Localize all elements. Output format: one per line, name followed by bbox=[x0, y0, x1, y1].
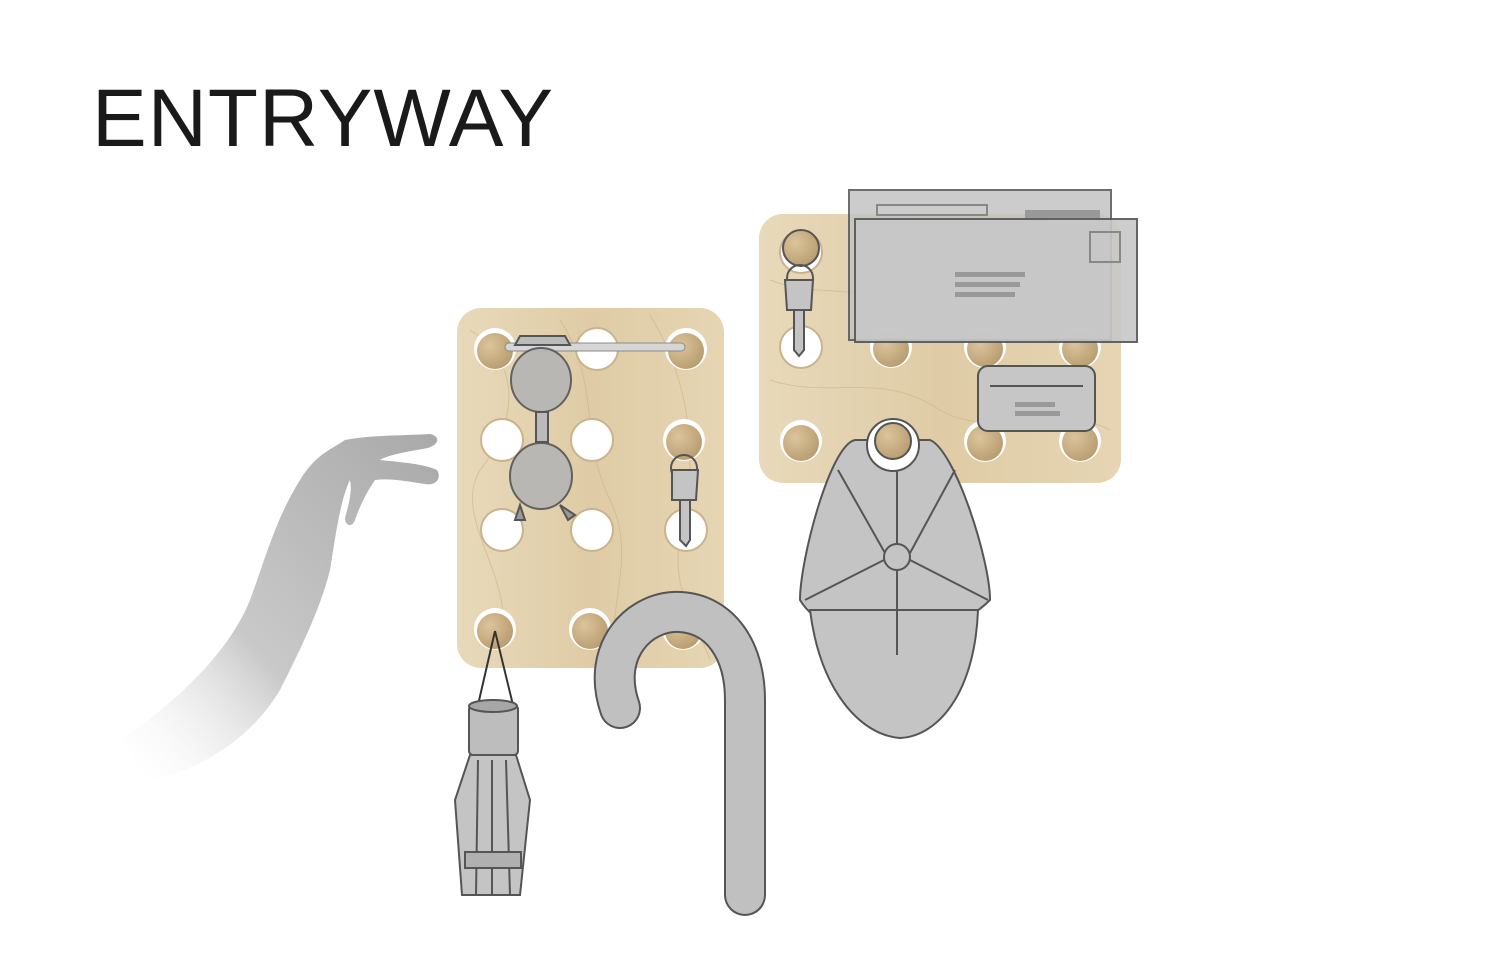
cane-icon[interactable] bbox=[593, 591, 766, 916]
peg bbox=[666, 424, 702, 460]
peg bbox=[1062, 425, 1098, 461]
envelope-icon[interactable] bbox=[848, 189, 1138, 343]
peg bbox=[572, 613, 608, 649]
peg bbox=[783, 425, 819, 461]
card-icon[interactable] bbox=[977, 365, 1096, 432]
baseball-cap-icon[interactable] bbox=[798, 418, 992, 740]
sunglasses-icon[interactable] bbox=[509, 335, 577, 522]
umbrella-icon[interactable] bbox=[453, 630, 532, 896]
peg bbox=[477, 333, 513, 369]
key-icon[interactable] bbox=[670, 454, 700, 548]
peg bbox=[967, 425, 1003, 461]
key-icon[interactable] bbox=[782, 229, 820, 358]
page-title: ENTRYWAY bbox=[92, 73, 555, 164]
hand-silhouette bbox=[120, 434, 439, 780]
peg bbox=[668, 333, 704, 369]
